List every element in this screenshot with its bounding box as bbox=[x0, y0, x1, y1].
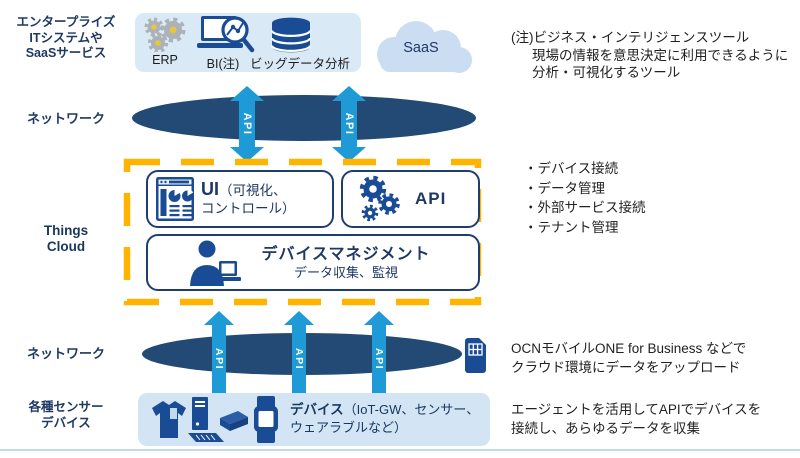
things-cloud-label-line2: Cloud bbox=[46, 238, 86, 254]
enterprise-systems-label: エンタープライズ ITシステムや SaaSサービス bbox=[6, 15, 126, 62]
saas-label: SaaS bbox=[403, 40, 439, 56]
sensor-devices-label-line1: 各種センサー bbox=[28, 400, 104, 414]
feature-item: ・デバイス接続 bbox=[524, 161, 619, 176]
sim-card-icon bbox=[465, 338, 486, 373]
operator-person-icon bbox=[190, 240, 241, 286]
device-panel: デバイス（IoT-GW、センサー、 ウェアラブルなど） bbox=[138, 393, 490, 446]
ui-box-text: UI（可視化、 コントロール） bbox=[201, 180, 296, 218]
ui-subtitle-part1: （可視化、 bbox=[219, 183, 287, 198]
device-icons bbox=[152, 396, 278, 443]
pc-tower-icon bbox=[192, 397, 208, 430]
ocn-annotation-line1: OCNモバイルONE for Business などで bbox=[511, 341, 747, 356]
enterprise-label-line2: ITシステムや bbox=[29, 30, 103, 45]
api-arrow-bottom-3: API bbox=[364, 311, 394, 393]
bi-analytics-icon bbox=[197, 16, 255, 53]
device-management-text: デバイスマネジメント データ収集、監視 bbox=[244, 245, 448, 281]
network-top-ellipse bbox=[132, 95, 476, 141]
device-panel-desc-line1: （IoT-GW、センサー、 bbox=[343, 402, 480, 417]
bi-note-line3: 分析・可視化するツール bbox=[532, 65, 681, 80]
things-cloud-label: Things Cloud bbox=[6, 223, 126, 254]
cloud-icon bbox=[377, 21, 472, 73]
ocn-annotation-line2: クラウド環境にデータをアップロード bbox=[511, 360, 741, 375]
agent-annotation-line2: 接続し、あらゆるデータを収集 bbox=[511, 421, 700, 436]
device-panel-text: デバイス（IoT-GW、センサー、 ウェアラブルなど） bbox=[290, 401, 486, 437]
agent-annotation-line1: エージェントを活用してAPIでデバイスを bbox=[511, 402, 762, 417]
ui-title: UI bbox=[201, 179, 219, 199]
feature-item: ・テナント管理 bbox=[524, 219, 619, 235]
enterprise-panel: ERP BI(注) ビッグデータ分析 bbox=[135, 13, 361, 72]
bi-note: (注)ビジネス・インテリジェンスツール 現場の情報を意思決定に利用できるように … bbox=[511, 29, 797, 82]
sensor-devices-label: 各種センサー デバイス bbox=[6, 400, 126, 431]
api-box-label: API bbox=[415, 189, 447, 208]
network-bottom-label: ネットワーク bbox=[26, 346, 105, 361]
things-cloud-dashed-border bbox=[123, 158, 482, 306]
tshirt-icon bbox=[152, 401, 186, 438]
enterprise-label-line1: エンタープライズ bbox=[16, 15, 116, 29]
smartwatch-icon bbox=[254, 396, 278, 443]
enterprise-label-line3: SaaSサービス bbox=[25, 46, 107, 60]
api-arrow-label: API bbox=[213, 348, 225, 370]
device-panel-title: デバイス bbox=[290, 402, 344, 417]
api-arrow-top-left: API bbox=[230, 86, 264, 162]
bigdata-database-icon bbox=[270, 17, 312, 53]
api-arrow-label: API bbox=[373, 348, 385, 370]
device-management-box: デバイスマネジメント データ収集、監視 bbox=[146, 234, 480, 291]
circuit-board-icon bbox=[188, 433, 224, 442]
ui-box: UI（可視化、 コントロール） bbox=[146, 170, 334, 228]
sensor-box-icon bbox=[220, 411, 248, 431]
device-management-title: デバイスマネジメント bbox=[261, 245, 431, 263]
network-top-label: ネットワーク bbox=[26, 111, 105, 126]
api-arrow-label: API bbox=[241, 113, 253, 136]
device-panel-desc-line2: ウェアラブルなど） bbox=[290, 420, 408, 435]
api-arrow-label: API bbox=[293, 348, 305, 370]
api-box: API bbox=[341, 170, 480, 228]
dashboard-browser-icon bbox=[156, 177, 194, 221]
ui-subtitle-part2: コントロール） bbox=[201, 201, 296, 216]
api-arrow-bottom-2: API bbox=[284, 311, 314, 393]
things-cloud-label-line1: Things bbox=[43, 223, 89, 238]
api-arrow-label: API bbox=[343, 113, 355, 136]
agent-annotation: エージェントを活用してAPIでデバイスを 接続し、あらゆるデータを収集 bbox=[511, 400, 797, 438]
sensor-devices-label-line2: デバイス bbox=[41, 415, 91, 430]
saas-cloud: SaaS bbox=[364, 16, 478, 78]
bi-caption: BI(注) bbox=[206, 57, 240, 71]
feature-item: ・外部サービス接続 bbox=[524, 200, 646, 215]
bigdata-caption: ビッグデータ分析 bbox=[249, 57, 350, 71]
api-arrow-top-right: API bbox=[332, 86, 366, 162]
bi-note-line2: 現場の情報を意思決定に利用できるように bbox=[532, 47, 789, 63]
feature-item: ・データ管理 bbox=[524, 180, 605, 196]
erp-caption: ERP bbox=[152, 53, 178, 67]
bi-note-line1: (注)ビジネス・インテリジェンスツール bbox=[511, 30, 750, 45]
device-management-subtitle: データ収集、監視 bbox=[293, 264, 398, 280]
erp-gears-icon bbox=[144, 17, 186, 52]
api-arrow-bottom-1: API bbox=[204, 311, 234, 393]
ocn-annotation: OCNモバイルONE for Business などで クラウド環境にデータをア… bbox=[511, 339, 797, 377]
api-gears-icon bbox=[359, 175, 400, 222]
bottom-divider bbox=[0, 449, 800, 451]
feature-list: ・デバイス接続 ・データ管理 ・外部サービス接続 ・テナント管理 bbox=[524, 159, 646, 237]
